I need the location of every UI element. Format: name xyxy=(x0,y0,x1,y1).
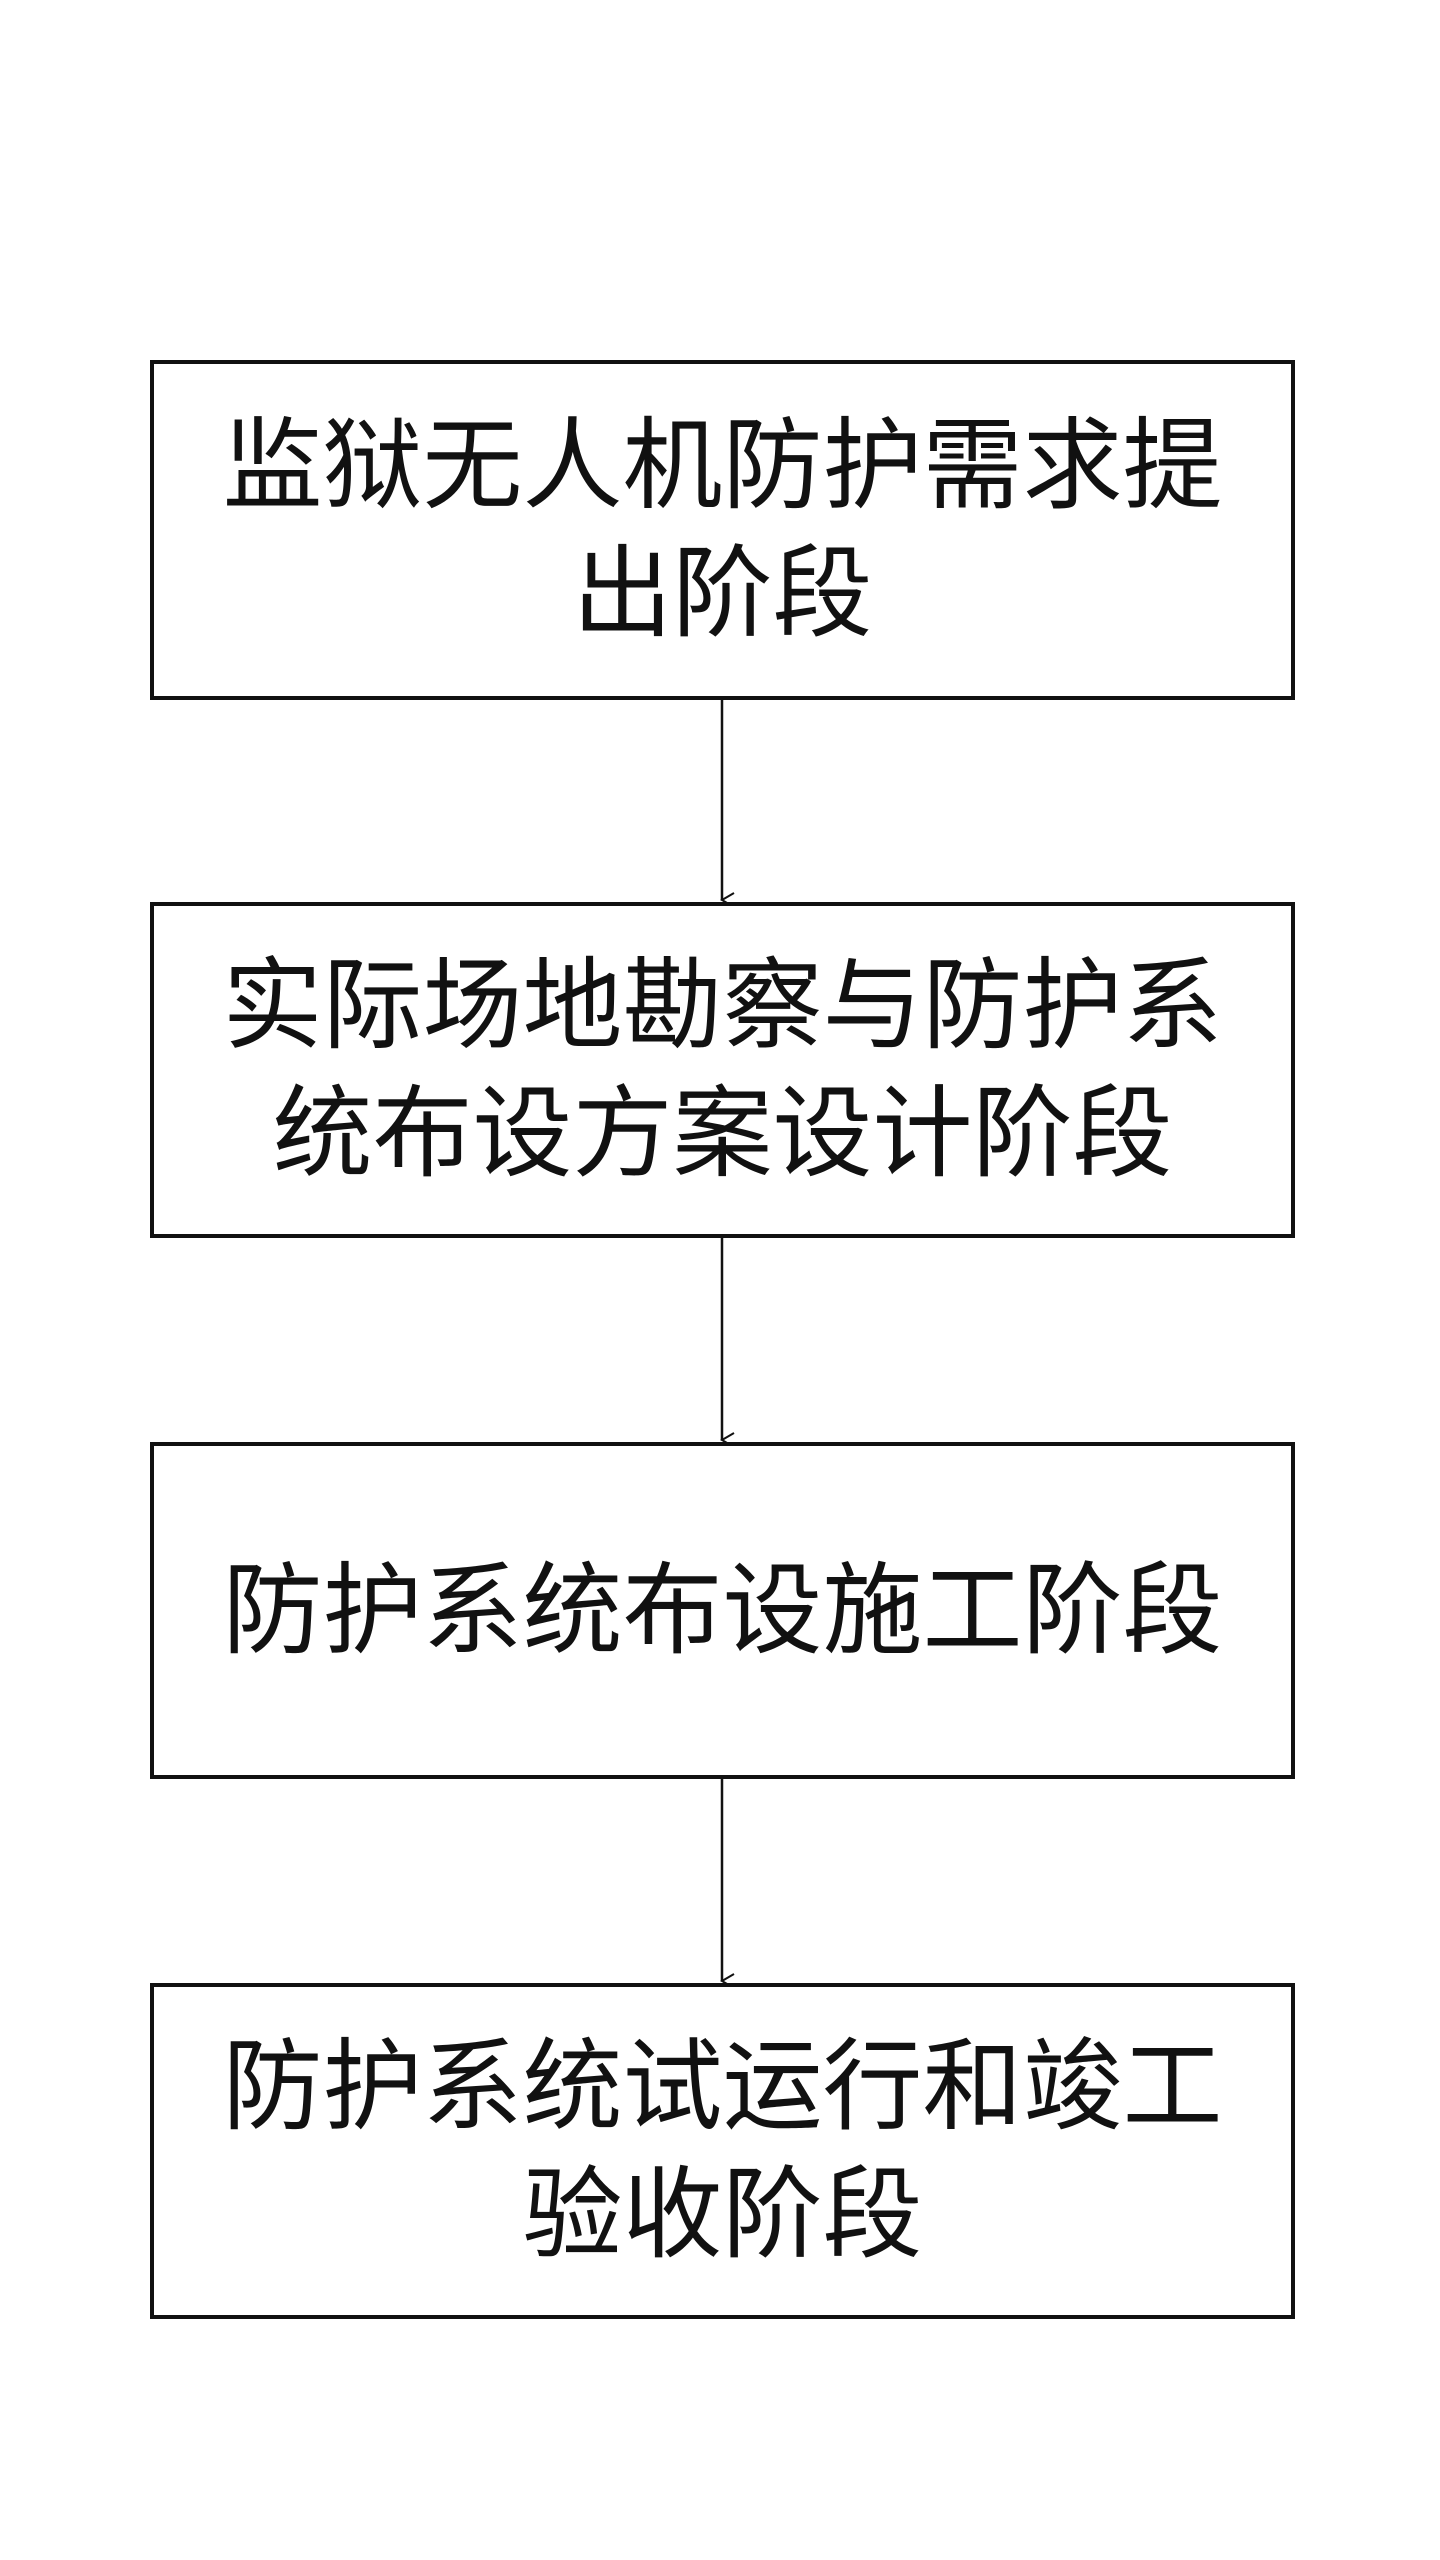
flow-step-survey-design: 实际场地勘察与防护系统布设方案设计阶段 xyxy=(150,902,1295,1238)
flow-step-requirement: 监狱无人机防护需求提出阶段 xyxy=(150,360,1295,700)
flow-step-label: 防护系统试运行和竣工验收阶段 xyxy=(222,2028,1223,2273)
flow-step-construction: 防护系统布设施工阶段 xyxy=(150,1442,1295,1779)
flow-step-trial-acceptance: 防护系统试运行和竣工验收阶段 xyxy=(150,1983,1295,2319)
flow-step-label: 实际场地勘察与防护系统布设方案设计阶段 xyxy=(222,947,1223,1192)
flow-step-label: 防护系统布设施工阶段 xyxy=(222,1551,1223,1669)
flow-step-label: 监狱无人机防护需求提出阶段 xyxy=(222,407,1223,652)
